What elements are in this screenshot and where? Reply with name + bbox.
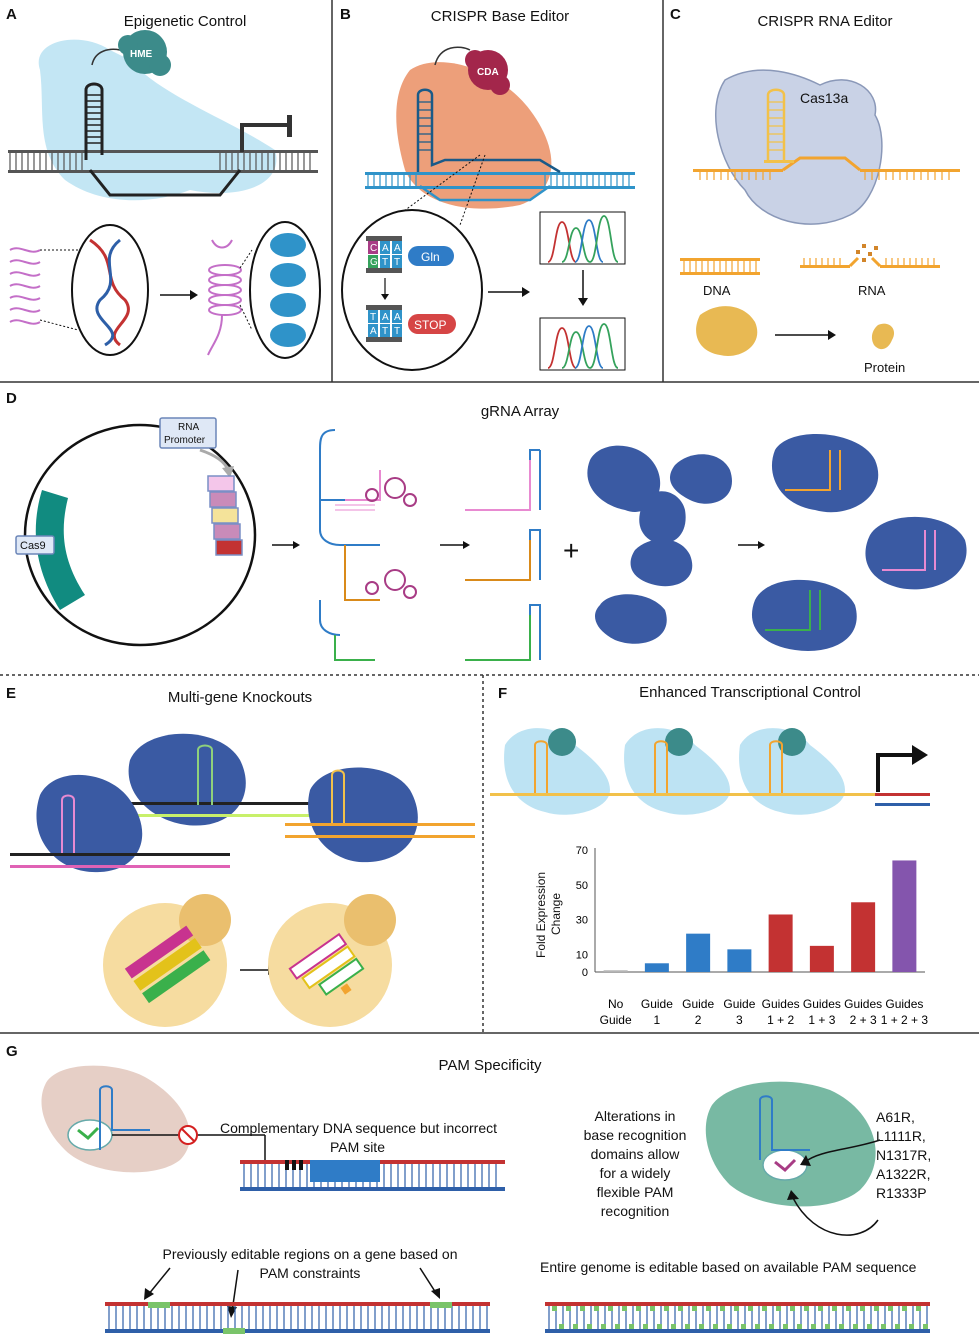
panel-e-letter: E <box>6 685 17 702</box>
x-tick-label-3-0: Guide <box>723 997 755 1011</box>
plus-sign: + <box>563 535 579 566</box>
bar-4 <box>768 914 793 972</box>
panel-f-illustration <box>490 728 930 815</box>
x-tick-label-0-0: No <box>608 997 624 1011</box>
incorrect-pam-line2: PAM site <box>330 1139 385 1155</box>
codon-before-5: T <box>394 257 400 268</box>
codon-before-0: C <box>370 243 377 254</box>
bar-7 <box>892 860 917 972</box>
x-tick-label-5-1: 1 + 3 <box>808 1013 835 1027</box>
codon-before-4: T <box>382 257 388 268</box>
codon-after-5: T <box>394 326 400 337</box>
x-tick-label-7-0: Guides <box>885 997 923 1011</box>
codon-after-0: T <box>370 312 376 323</box>
panel-g-title: PAM Specificity <box>438 1057 542 1074</box>
panel-d-illustration: Cas9 RNA Promoter + <box>15 417 967 661</box>
panel-g-letter: G <box>6 1043 18 1060</box>
codon-after-3: A <box>370 326 377 337</box>
promoter-line1: RNA <box>178 422 199 433</box>
entire-genome-text: Entire genome is editable based on avail… <box>540 1259 917 1275</box>
codon-after-4: T <box>382 326 388 337</box>
x-tick-label-1-0: Guide <box>641 997 673 1011</box>
bar-0 <box>603 970 628 972</box>
incorrect-pam-line1: Complementary DNA sequence but incorrect <box>220 1120 498 1136</box>
y-tick-label-3: 50 <box>576 880 588 892</box>
x-tick-label-7-1: 1 + 2 + 3 <box>881 1013 929 1027</box>
dna-label: DNA <box>703 283 731 298</box>
cas13a-label: Cas13a <box>800 90 848 106</box>
bar-6 <box>851 902 876 972</box>
panel-c-letter: C <box>670 6 681 23</box>
bar-1 <box>644 963 669 972</box>
cda-label: CDA <box>477 67 499 78</box>
panel-c-illustration: Cas13a DNA RNA Protein <box>680 69 960 375</box>
x-tick-label-4-0: Guides <box>762 997 800 1011</box>
y-tick-label-0: 0 <box>582 967 588 979</box>
panel-c-title: CRISPR RNA Editor <box>757 13 893 30</box>
promoter-line2: Promoter <box>164 435 206 446</box>
panel-e-illustration <box>10 733 475 1027</box>
previous-regions-text: Previously editable regions on a gene ba… <box>162 1246 458 1281</box>
x-tick-label-2-0: Guide <box>682 997 714 1011</box>
bar-2 <box>686 933 711 972</box>
panel-d-title: gRNA Array <box>480 403 560 420</box>
gln-badge: Gln <box>421 250 440 264</box>
mutation-list: A61R,L1111R,N1317R,A1322R,R1333P <box>876 1109 932 1201</box>
x-tick-label-1-1: 1 <box>654 1013 661 1027</box>
codon-before-1: A <box>382 243 389 254</box>
protein-label: Protein <box>864 360 905 375</box>
panel-b-letter: B <box>340 6 351 23</box>
codon-before-3: G <box>370 257 378 268</box>
y-axis-label-line2: Change <box>549 893 563 935</box>
x-tick-label-6-1: 2 + 3 <box>850 1013 877 1027</box>
stop-badge: STOP <box>414 318 446 332</box>
panel-d-letter: D <box>6 390 17 407</box>
rna-label: RNA <box>858 283 886 298</box>
bar-3 <box>727 949 752 972</box>
y-tick-label-4: 70 <box>576 845 588 857</box>
panel-a-title: Epigenetic Control <box>123 13 247 30</box>
codon-before-2: A <box>394 243 401 254</box>
cas9-label: Cas9 <box>20 540 46 552</box>
x-tick-label-5-0: Guides <box>803 997 841 1011</box>
x-tick-label-4-1: 1 + 2 <box>767 1013 794 1027</box>
panel-f-title: Enhanced Transcriptional Control <box>639 684 861 701</box>
panel-e-title: Multi-gene Knockouts <box>167 689 313 706</box>
x-tick-label-6-0: Guides <box>844 997 882 1011</box>
codon-after-1: A <box>382 312 389 323</box>
codon-after-2: A <box>394 312 401 323</box>
x-tick-label-3-1: 3 <box>736 1013 743 1027</box>
panel-f-letter: F <box>498 685 508 702</box>
bar-5 <box>809 945 834 972</box>
y-tick-label-2: 30 <box>576 915 588 927</box>
y-tick-label-1: 10 <box>576 950 588 962</box>
y-axis-label-line1: Fold Expression <box>534 872 548 958</box>
panel-b-title: CRISPR Base Editor <box>430 8 570 25</box>
panel-b-illustration: CDA C A A G T T T A A A T T Gln STOP <box>341 46 635 371</box>
hme-label: HME <box>130 49 153 60</box>
panel-a-illustration: HME <box>8 30 321 359</box>
x-tick-label-0-1: Guide <box>600 1013 632 1027</box>
panel-a-letter: A <box>6 6 17 23</box>
x-tick-label-2-1: 2 <box>695 1013 702 1027</box>
